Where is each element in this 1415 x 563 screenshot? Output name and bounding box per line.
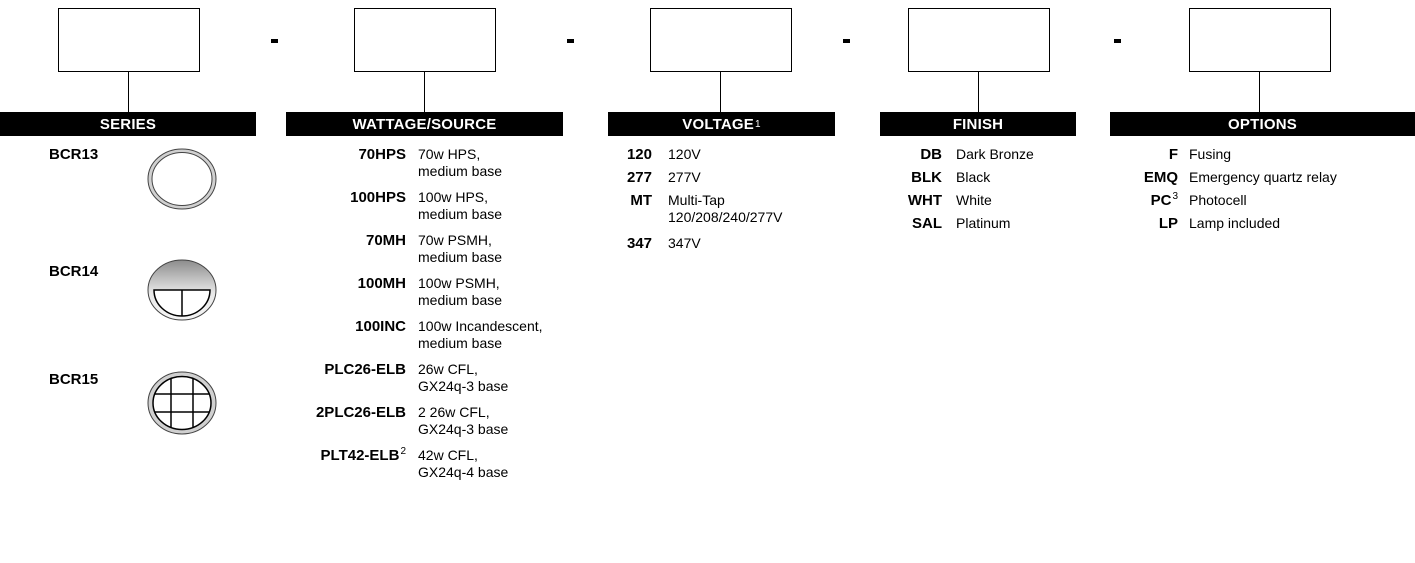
finish-header: FINISH bbox=[880, 112, 1076, 136]
separator-dash-4 bbox=[1114, 39, 1121, 43]
half-split-globe-icon bbox=[147, 259, 217, 321]
wattage-connector bbox=[424, 72, 425, 112]
voltage-entry-box[interactable] bbox=[650, 8, 792, 72]
voltage-connector bbox=[720, 72, 721, 112]
series-code-bcr14: BCR14 bbox=[49, 263, 99, 280]
separator-dash-2 bbox=[567, 39, 574, 43]
series-header: SERIES bbox=[0, 112, 256, 136]
plain-globe-icon bbox=[147, 148, 217, 210]
options-header: OPTIONS bbox=[1110, 112, 1415, 136]
series-code-bcr13: BCR13 bbox=[49, 146, 99, 163]
series-code-bcr15: BCR15 bbox=[49, 371, 99, 388]
wattage-entry-box[interactable] bbox=[354, 8, 496, 72]
separator-dash-3 bbox=[843, 39, 850, 43]
finish-connector bbox=[978, 72, 979, 112]
options-entry-box[interactable] bbox=[1189, 8, 1331, 72]
grid-globe-icon bbox=[147, 371, 217, 435]
series-connector bbox=[128, 72, 129, 112]
finish-entry-box[interactable] bbox=[908, 8, 1050, 72]
wattage-header: WATTAGE/SOURCE bbox=[286, 112, 563, 136]
separator-dash-1 bbox=[271, 39, 278, 43]
options-connector bbox=[1259, 72, 1260, 112]
series-entry-box[interactable] bbox=[58, 8, 200, 72]
